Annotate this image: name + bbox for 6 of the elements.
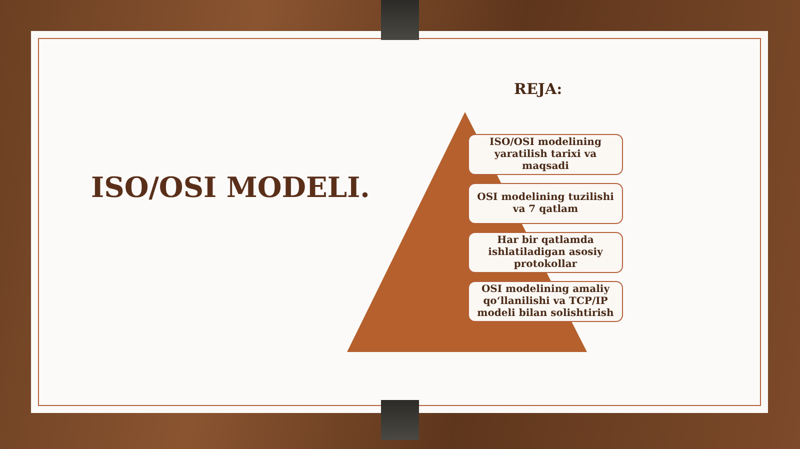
list-item-box: OSI modelining amaliy qo‘llanilishi va TCP/IP modeli bilan solishtirish xyxy=(468,281,623,322)
list-item-box: ISO/OSI modelining yaratilish tarixi va maqsadi xyxy=(468,134,623,175)
list-item-box: Har bir qatlamda ishlatiladigan asosiy protokollar xyxy=(468,232,623,273)
heading-label: REJA: xyxy=(514,80,562,98)
list-item-box: OSI modelining tuzilishi va 7 qatlam xyxy=(468,183,623,224)
slide-title: ISO/OSI MODELI. xyxy=(91,171,371,204)
